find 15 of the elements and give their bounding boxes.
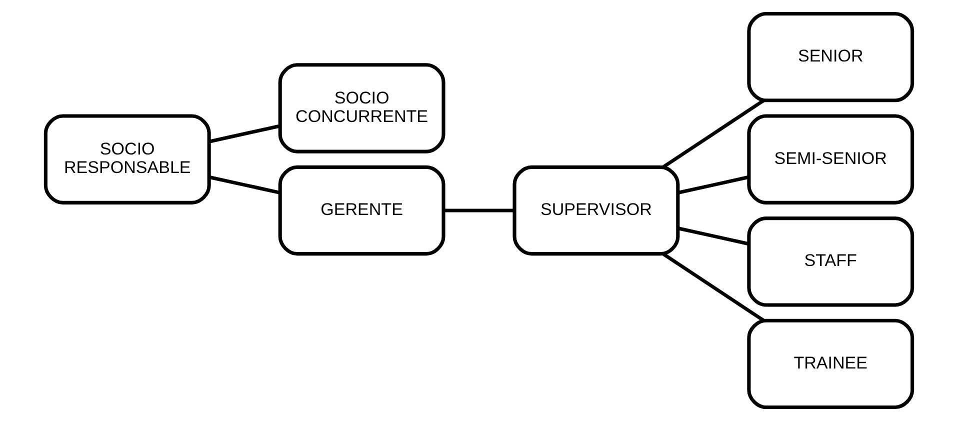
connector bbox=[208, 124, 280, 144]
node-box: SENIOR bbox=[747, 12, 914, 102]
connector bbox=[662, 252, 765, 322]
node-box: SEMI-SENIOR bbox=[747, 114, 914, 204]
connector bbox=[208, 175, 280, 194]
connector bbox=[444, 208, 514, 212]
node-box: SOCIO RESPONSABLE bbox=[44, 114, 211, 204]
node-box: TRAINEE bbox=[747, 318, 914, 410]
node-box: SUPERVISOR bbox=[512, 165, 680, 256]
node-box: GERENTE bbox=[278, 165, 446, 256]
connector bbox=[678, 175, 749, 194]
node-box: STAFF bbox=[747, 216, 914, 307]
connector bbox=[662, 98, 765, 168]
connector bbox=[678, 226, 749, 246]
node-box: SOCIO CONCURRENTE bbox=[278, 63, 446, 154]
